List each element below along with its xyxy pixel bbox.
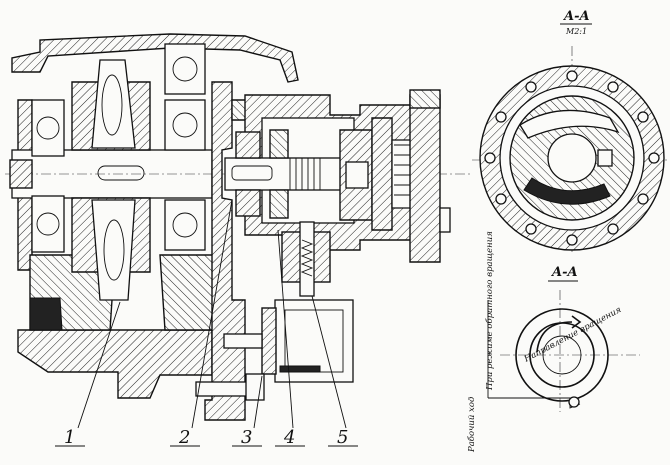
mid-bearing-1 (164, 43, 206, 95)
callout-leaders (55, 199, 358, 447)
bolt-upper (223, 333, 263, 349)
end-plate-top-bolt (409, 89, 441, 109)
leader-1 (77, 301, 121, 429)
callout-1: 1 (64, 427, 75, 448)
end-plate-screw (439, 207, 451, 233)
hub-key (597, 149, 613, 167)
cam-pawl-bottom (523, 177, 611, 205)
shaft-thread (289, 158, 321, 190)
felt-seal (29, 297, 63, 331)
mid-bearing-ball-2 (172, 112, 198, 138)
flange-grooves (394, 144, 410, 196)
gear-tooth-bottom (91, 199, 136, 301)
plunger-spring (300, 239, 314, 277)
hub-center (547, 133, 597, 183)
bolt-holes (484, 70, 660, 246)
mid-bearing-3 (164, 199, 206, 251)
small-outer-circle (515, 308, 609, 402)
callout-4: 4 (283, 427, 295, 448)
leader-2 (191, 199, 233, 429)
left-bearing-ball-bottom (36, 212, 60, 236)
right-cup-inner (345, 161, 369, 189)
mid-bearing-ball-3 (172, 212, 198, 238)
leader-3 (253, 375, 263, 429)
clutch-ring-top (269, 129, 289, 159)
shaft-keyway (97, 165, 145, 181)
working-stroke-line (488, 397, 581, 409)
stroke-pin (568, 396, 580, 408)
end-plate (409, 94, 441, 263)
flange-boss (391, 139, 413, 209)
left-bearing-ball-top (36, 116, 60, 140)
mid-bearing-ball-1 (172, 56, 198, 82)
leader-4 (277, 229, 294, 429)
top-housing-cover (11, 33, 299, 83)
shaft-end-nut (9, 159, 33, 189)
callout-3: 3 (241, 427, 252, 448)
clutch-bearing-top (235, 131, 261, 159)
rotation-arrowhead (571, 315, 582, 329)
flange-inner (371, 117, 393, 231)
plunger-rod (299, 221, 315, 297)
section-aa-small: A-A (487, 265, 640, 412)
section-aa-bottom-title: A-A (550, 265, 578, 280)
actuator-pad (279, 365, 321, 373)
output-shaft-key (231, 165, 273, 181)
callout-2: 2 (178, 427, 190, 448)
section-aa-top-title: A-A (562, 9, 590, 24)
section-aa-scale: M2:1 (565, 27, 587, 36)
gear-hole-top (101, 74, 123, 136)
leader-5 (311, 295, 347, 429)
small-inner-circle (542, 335, 582, 375)
main-section-view (5, 33, 470, 421)
section-aa-large: A-A M2:1 (472, 9, 668, 252)
mid-bearing-2 (164, 99, 206, 151)
bolt-lower (195, 381, 249, 397)
gear-hole-bottom (103, 219, 125, 281)
clutch-ring-bottom (269, 189, 289, 219)
cam-pawl-top (519, 109, 620, 139)
actuator-mount (261, 307, 277, 375)
gear-tooth-top (91, 59, 136, 149)
bottom-housing-base (17, 329, 213, 399)
reverse-rotation-note: При режиме обратного вращения (484, 231, 495, 391)
lower-mid-block (159, 254, 216, 331)
clutch-bearing-bottom (235, 189, 261, 217)
working-stroke-note: Рабочий ход (466, 396, 477, 453)
rotation-arrow-arc (536, 321, 573, 353)
callout-5: 5 (337, 427, 348, 448)
